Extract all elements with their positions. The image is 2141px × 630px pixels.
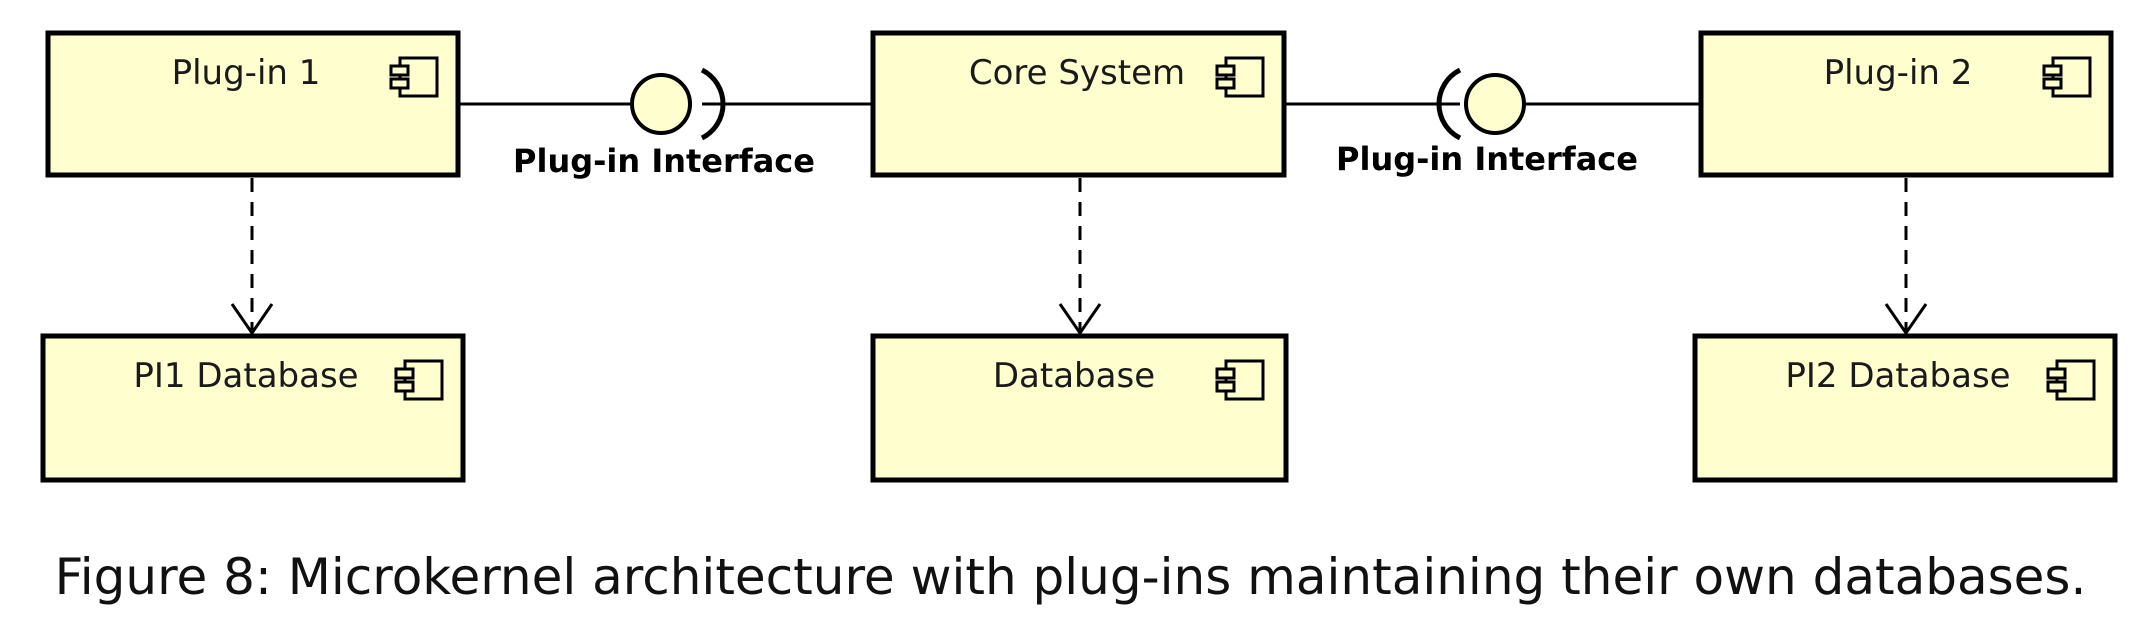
component-label: PI1 Database — [133, 356, 358, 396]
component-icon — [389, 56, 439, 98]
provided-interface-right — [1464, 73, 1526, 135]
component-pi2-database: PI2 Database — [1692, 333, 2118, 483]
component-icon — [1215, 359, 1265, 401]
provided-interface-left — [630, 73, 692, 135]
component-core-system: Core System — [870, 30, 1287, 178]
component-icon — [2042, 56, 2092, 98]
dependency-arrowhead-db — [1058, 303, 1102, 336]
component-label: Database — [993, 356, 1155, 396]
component-pi1-database: PI1 Database — [40, 333, 466, 483]
component-plugin-2: Plug-in 2 — [1698, 30, 2114, 178]
component-icon — [1215, 56, 1265, 98]
interface-label-left: Plug-in Interface — [513, 142, 815, 180]
component-database: Database — [870, 333, 1289, 483]
component-label: Plug-in 1 — [172, 53, 321, 93]
component-plugin-1: Plug-in 1 — [45, 30, 461, 178]
component-icon — [394, 359, 444, 401]
component-label: PI2 Database — [1785, 356, 2010, 396]
figure-caption: Figure 8: Microkernel architecture with … — [54, 548, 2087, 606]
required-socket-left — [700, 67, 726, 141]
interface-label-right: Plug-in Interface — [1336, 140, 1638, 178]
component-icon — [2046, 359, 2096, 401]
component-label: Core System — [969, 53, 1185, 93]
dependency-arrowhead-pi1db — [230, 303, 274, 336]
required-socket-right — [1436, 67, 1462, 141]
component-label: Plug-in 2 — [1824, 53, 1973, 93]
dependency-arrowhead-pi2db — [1884, 303, 1928, 336]
